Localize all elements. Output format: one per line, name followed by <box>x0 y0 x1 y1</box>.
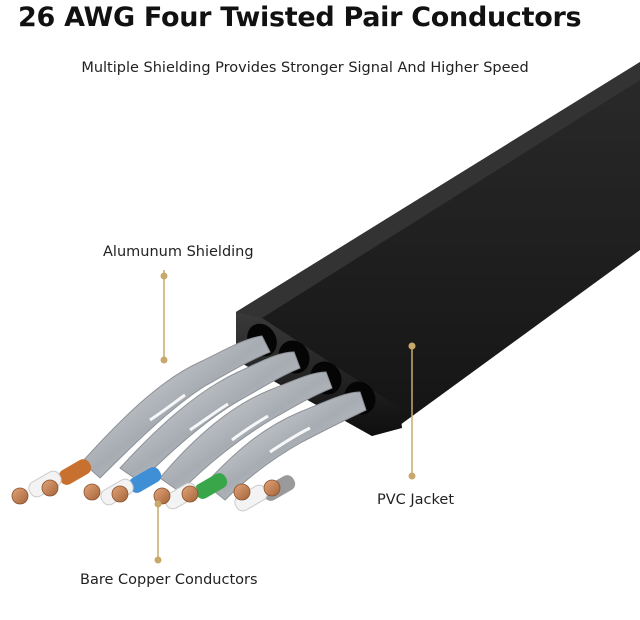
copper-label: Bare Copper Conductors <box>80 572 258 588</box>
page-subtitle: Multiple Shielding Provides Stronger Sig… <box>81 60 529 76</box>
jacket-label: PVC Jacket <box>377 492 455 508</box>
foil-shielded-pairs <box>81 335 367 501</box>
shielding-label: Alumunum Shielding <box>103 244 254 260</box>
callout-leaders <box>154 270 416 564</box>
page-title: 26 AWG Four Twisted Pair Conductors <box>18 2 582 33</box>
copper-ends <box>11 479 281 505</box>
